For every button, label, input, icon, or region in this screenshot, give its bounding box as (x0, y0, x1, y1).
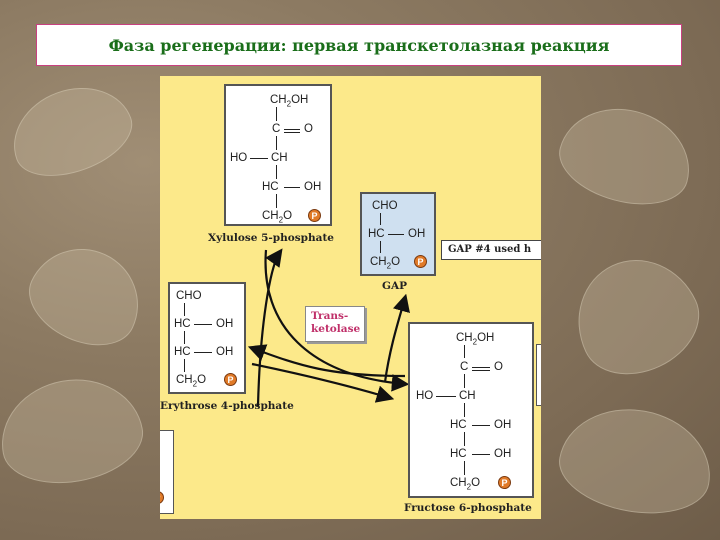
erythrose-box: CHO HC OH HC OH CH2O P (168, 282, 246, 394)
chem-group: HC (450, 419, 467, 431)
arrow-from-erythrose (251, 362, 395, 403)
chem-group: CH2O (176, 374, 207, 389)
chem-group: HC (262, 181, 279, 193)
bond (250, 158, 268, 159)
chem-group: CH2O (262, 210, 293, 225)
reaction-arrows (247, 248, 410, 407)
phosphate-icon: P (224, 373, 237, 386)
arrow-from-xylulose (264, 249, 410, 392)
bond (184, 303, 185, 316)
bond (284, 129, 300, 130)
xylulose-box: CH2OH C O HO CH HC OH CH2O P (224, 84, 332, 226)
fructose-box: CH2OH C O HO CH HC OH HC OH CH2O P (408, 322, 534, 498)
phosphate-icon: P (160, 491, 164, 504)
phosphate-icon: P (308, 209, 321, 222)
chem-group: O (304, 123, 313, 135)
bond (276, 107, 277, 121)
chem-group: OH (216, 346, 234, 358)
arrow-to-erythrose (247, 344, 406, 378)
partial-right-box (536, 344, 541, 406)
bond (472, 367, 490, 368)
bond (472, 454, 490, 455)
bond (194, 324, 212, 325)
chem-group: CH2O (450, 477, 481, 492)
chem-group: HC (368, 228, 385, 240)
enzyme-line-1: Trans- (311, 310, 349, 322)
chem-group: HO (230, 152, 248, 164)
gap-note: GAP #4 used h (441, 240, 541, 260)
chem-group: CHO (176, 290, 202, 302)
chem-group: OH (494, 419, 512, 431)
bond (464, 461, 465, 475)
arrow-to-xylulose (256, 248, 283, 407)
bond (276, 136, 277, 150)
chem-group: OH (216, 318, 234, 330)
chem-group: OH (494, 448, 512, 460)
chem-group: HC (450, 448, 467, 460)
chem-group: CH (271, 152, 288, 164)
bond (276, 165, 277, 179)
phosphate-icon: P (498, 476, 511, 489)
chem-group: CH (459, 390, 476, 402)
pathway-figure: CH2OH C O HO CH HC OH CH2O P Xylulose 5-… (160, 76, 541, 519)
chem-group: HC (174, 318, 191, 330)
chem-group: HO (416, 390, 434, 402)
slide-title: Фаза регенерации: первая транскетолазная… (108, 35, 610, 55)
bond (464, 374, 465, 388)
partial-molecule-box: P (160, 430, 174, 514)
bond (380, 241, 381, 253)
bond (284, 187, 300, 188)
chem-group: CH2O (370, 256, 401, 271)
phosphate-icon: P (414, 255, 427, 268)
chem-group: CH2OH (456, 332, 495, 347)
title-box: Фаза регенерации: первая транскетолазная… (36, 24, 682, 66)
chem-group: C (272, 123, 281, 135)
bond (184, 331, 185, 344)
gap-label: GAP (382, 280, 408, 292)
chem-group: OH (408, 228, 426, 240)
bond (284, 132, 300, 133)
chem-group: OH (304, 181, 322, 193)
arrow-to-gap (383, 293, 410, 383)
bond (464, 432, 465, 446)
bond (472, 425, 490, 426)
bond (464, 403, 465, 417)
chem-group: HC (174, 346, 191, 358)
chem-group: O (494, 361, 503, 373)
transketolase-enzyme: Trans- ketolase (305, 306, 365, 342)
bond (436, 396, 456, 397)
xylulose-label: Xylulose 5-phosphate (208, 232, 334, 244)
erythrose-label: Erythrose 4-phosphate (160, 400, 294, 412)
bond (388, 234, 404, 235)
bond (194, 352, 212, 353)
gap-box: CHO HC OH CH2O P (360, 192, 436, 276)
enzyme-line-2: ketolase (311, 323, 361, 335)
bond (464, 345, 465, 358)
chem-group: CH2OH (270, 94, 309, 109)
bond (472, 370, 490, 371)
bond (380, 213, 381, 225)
bond (184, 359, 185, 372)
bond (276, 194, 277, 208)
chem-group: C (460, 361, 469, 373)
chem-group: CHO (372, 200, 398, 212)
fructose-label: Fructose 6-phosphate (404, 502, 532, 514)
